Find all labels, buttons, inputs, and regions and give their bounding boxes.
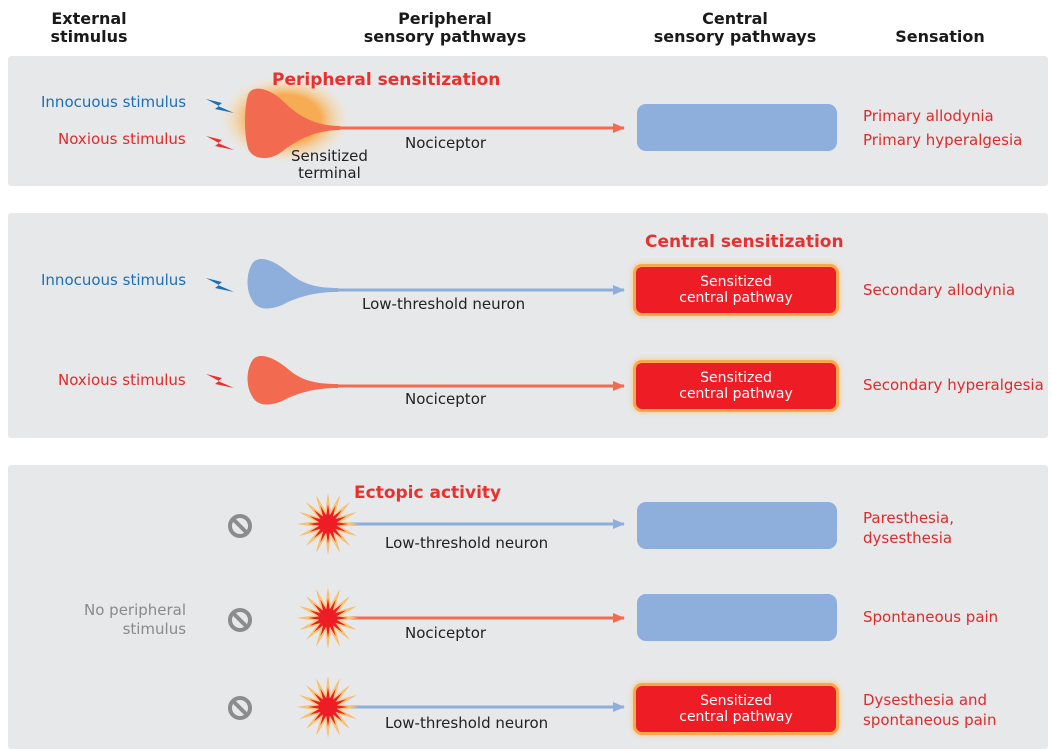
sensation-dysesthesia-spontaneous-pain: Dysesthesia and spontaneous pain [863, 691, 997, 729]
lightning-bolt-icon [206, 99, 234, 113]
panel3-title: Ectopic activity [354, 483, 502, 503]
panel-peripheral-sensitization [8, 56, 1048, 186]
sensitized-central-pathway-box: Sensitized central pathway [633, 360, 839, 412]
nociceptor-label: Nociceptor [405, 624, 487, 642]
central-pathway-box [637, 502, 837, 549]
sensitized-central-pathway-box: Sensitized central pathway [633, 264, 839, 316]
sensitized-terminal-label: Sensitized terminal [291, 147, 368, 182]
prohibition-icon [228, 514, 252, 538]
lightning-bolt-icon [206, 136, 234, 150]
header-external-stimulus: External stimulus [50, 9, 128, 46]
sensation-spontaneous-pain: Spontaneous pain [863, 608, 999, 626]
starburst-core [308, 598, 348, 638]
starburst-icon [297, 676, 359, 738]
sensation-paresthesia-dysesthesia: Paresthesia, dysesthesia [863, 509, 955, 547]
innocuous-stimulus-label: Innocuous stimulus [41, 93, 187, 111]
central-pathway-box [637, 104, 837, 151]
sensation-secondary-allodynia: Secondary allodynia [863, 281, 1016, 299]
central-pathway-box [637, 594, 837, 641]
noxious-stimulus-label: Noxious stimulus [58, 371, 186, 389]
panel2-title: Central sensitization [645, 232, 844, 252]
sensation-primary-allodynia: Primary allodynia [863, 107, 994, 125]
sensitized-central-pathway-label: Sensitized central pathway [679, 370, 793, 402]
low-threshold-neuron-label: Low-threshold neuron [385, 714, 549, 732]
nociceptor-label: Nociceptor [405, 390, 487, 408]
panel-central-sensitization [8, 213, 1048, 438]
starburst-core [308, 504, 348, 544]
starburst-icon [297, 493, 359, 555]
low-threshold-terminal [247, 258, 338, 309]
sensation-secondary-hyperalgesia: Secondary hyperalgesia [863, 376, 1044, 394]
starburst-core [308, 687, 348, 727]
lightning-bolt-icon [206, 278, 234, 292]
innocuous-stimulus-label: Innocuous stimulus [41, 271, 187, 289]
sensitized-central-pathway-box: Sensitized central pathway [633, 683, 839, 735]
low-threshold-neuron-label: Low-threshold neuron [362, 295, 526, 313]
sensitized-central-pathway-label: Sensitized central pathway [679, 274, 793, 306]
sensation-primary-hyperalgesia: Primary hyperalgesia [863, 131, 1023, 149]
panel1-title: Peripheral sensitization [272, 70, 501, 90]
noxious-stimulus-label: Noxious stimulus [58, 130, 186, 148]
sensitized-central-pathway-label: Sensitized central pathway [679, 693, 793, 725]
prohibition-icon [228, 608, 252, 632]
low-threshold-neuron-label: Low-threshold neuron [385, 534, 549, 552]
no-peripheral-stimulus-label: No peripheral stimulus [84, 601, 187, 638]
sensitized-terminal [220, 75, 350, 163]
header-sensation: Sensation [895, 27, 985, 46]
nociceptor-label: Nociceptor [405, 134, 487, 152]
starburst-icon [297, 587, 359, 649]
header-peripheral-pathways: Peripheral sensory pathways [363, 9, 527, 46]
header-central-pathways: Central sensory pathways [653, 9, 817, 46]
lightning-bolt-icon [206, 374, 234, 388]
nociceptor-terminal [247, 355, 338, 405]
prohibition-icon [228, 696, 252, 720]
panel-ectopic-activity [8, 465, 1048, 749]
